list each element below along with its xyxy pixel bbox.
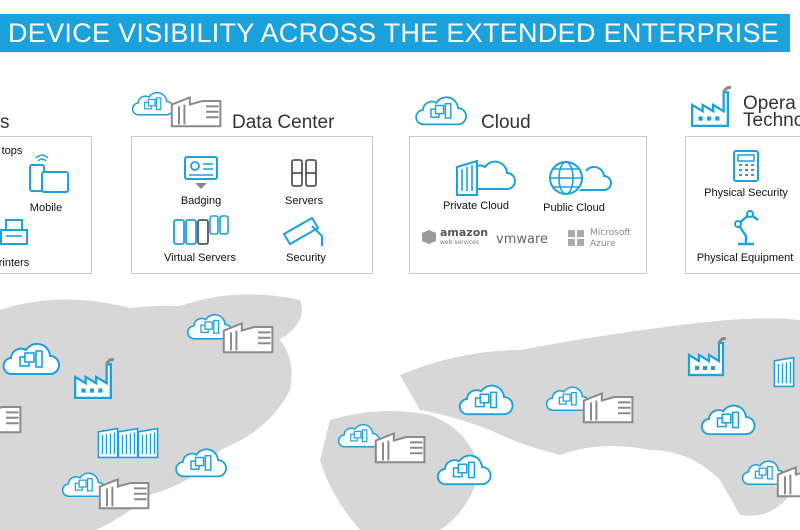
- map-factory-icon: [72, 358, 114, 400]
- map-cloud-icon: [698, 400, 756, 438]
- physical-security-keypad-icon: [733, 150, 759, 182]
- map-tall-building-icon: [772, 352, 796, 392]
- servers-label: Servers: [285, 195, 323, 207]
- cloud-title: Cloud: [481, 112, 531, 133]
- map-cloud-icon: [0, 338, 60, 378]
- campus-box: [0, 136, 92, 274]
- mobile-icon: [29, 154, 69, 193]
- security-label: Security: [286, 252, 326, 264]
- amazon-logo-sub: web services: [440, 239, 479, 246]
- mobile-label: Mobile: [29, 202, 63, 214]
- amazon-web-services-logo-icon: [422, 230, 436, 244]
- laptops-label: tops: [1, 145, 23, 157]
- badge-icon: [184, 156, 218, 189]
- datacenter-header-building-icon: [170, 92, 224, 128]
- datacenter-box: [131, 136, 373, 274]
- cloud-header-icon: [409, 92, 471, 128]
- campus-title: s: [0, 112, 10, 133]
- public-cloud-icon: [549, 161, 612, 195]
- virtual-servers-icon: [173, 215, 229, 245]
- robotic-arm-icon: [734, 210, 759, 246]
- ot-header-factory-icon: [688, 86, 732, 128]
- microsoft-logo-icon: [568, 230, 584, 246]
- vmware-logo: vmware: [496, 232, 549, 247]
- physical-equipment-label: Physical Equipment: [696, 252, 794, 264]
- map-building-icon: [374, 428, 428, 464]
- map-tall-building-icon: [136, 423, 160, 463]
- printer-icon: [0, 219, 28, 245]
- azure-logo: Azure: [590, 239, 616, 249]
- map-cloud-icon: [434, 450, 492, 488]
- map-factory-icon: [686, 336, 726, 378]
- ot-title-line2: Techno: [743, 110, 800, 131]
- badging-label: Badging: [180, 195, 222, 207]
- printers-label: rinters: [0, 257, 30, 269]
- map-islands: [720, 479, 790, 516]
- amazon-logo: amazon: [440, 226, 489, 239]
- physical-security-label: Physical Security: [704, 187, 788, 199]
- ot-title-line1: Opera: [743, 93, 796, 114]
- microsoft-logo: Microsoft: [590, 228, 631, 238]
- map-building-icon: [98, 474, 152, 510]
- datacenter-header-cloud-icon: [130, 88, 174, 118]
- public-cloud-label: Public Cloud: [543, 202, 605, 214]
- map-cloud-icon: [172, 444, 228, 480]
- map-building-icon: [582, 388, 636, 424]
- private-cloud-label: Private Cloud: [442, 200, 510, 212]
- map-building-icon: [0, 398, 24, 434]
- map-building-icon: [776, 462, 800, 498]
- cloud-box: [409, 136, 647, 274]
- virtual-servers-label: Virtual Servers: [164, 252, 236, 264]
- servers-icon: [289, 158, 319, 188]
- datacenter-title: Data Center: [232, 112, 335, 133]
- page-title-banner: DEVICE VISIBILITY ACROSS THE EXTENDED EN…: [0, 14, 790, 52]
- private-cloud-icon: [456, 159, 516, 196]
- security-camera-icon: [282, 216, 323, 246]
- map-north-america: [0, 299, 292, 530]
- map-building-icon: [222, 318, 276, 354]
- map-cloud-icon: [456, 380, 514, 418]
